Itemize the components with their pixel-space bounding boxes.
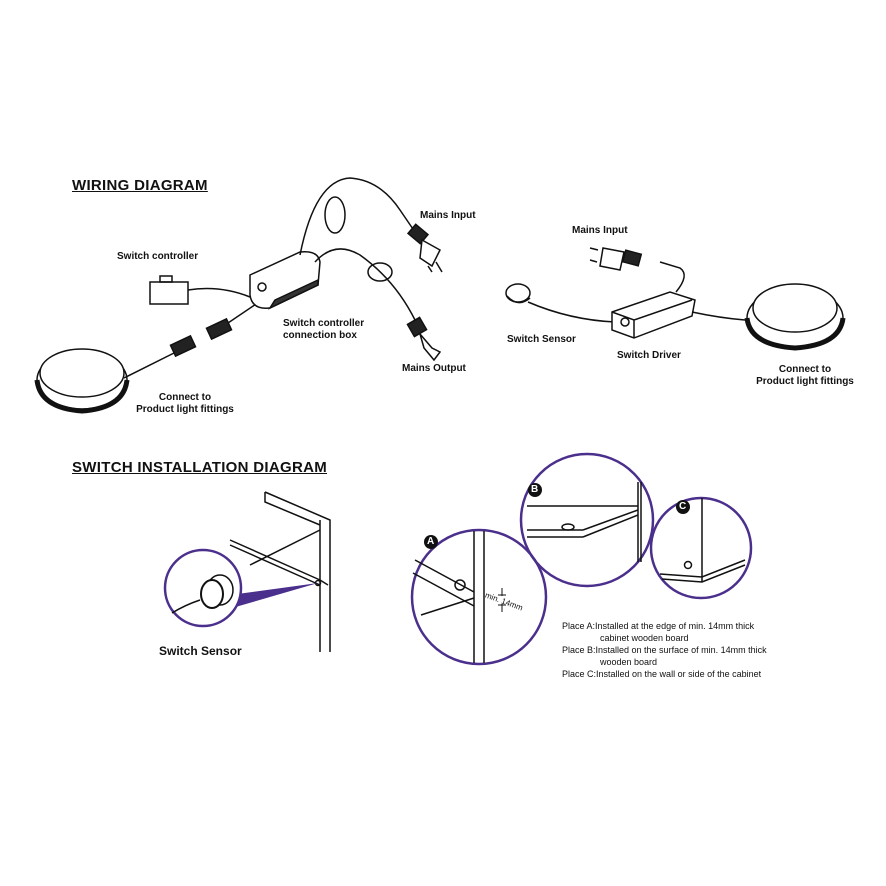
label-switch-controller: Switch controller: [117, 251, 199, 262]
note-c: Place C:Installed on the wall or side of…: [562, 669, 762, 679]
circle-a: [410, 528, 548, 666]
note-b-cont: wooden board: [600, 657, 658, 667]
marker-circles: [424, 483, 690, 549]
label-mains-input-left: Mains Input: [420, 210, 476, 221]
circle-b: [519, 452, 655, 588]
label-switch-sensor-install: Switch Sensor: [159, 644, 242, 658]
marker-a: A: [427, 536, 435, 547]
cabinet-drawing: [229, 491, 331, 652]
sensor-cable: [527, 301, 616, 323]
wiring-title: WIRING DIAGRAM: [72, 177, 208, 194]
installation-title: SWITCH INSTALLATION DIAGRAM: [72, 459, 328, 476]
circle-c: [649, 496, 753, 600]
marker-b: B: [531, 484, 539, 495]
mains-input-cable: [299, 177, 416, 256]
label-connect-right-1: Connect to: [778, 364, 832, 375]
sensor-zoom-circle: [163, 548, 243, 628]
driver-output-cable: [691, 311, 746, 321]
note-a: Place A:Installed at the edge of min. 14…: [562, 621, 755, 631]
note-a-cont: cabinet wooden board: [600, 633, 689, 643]
label-switch-sensor-right: Switch Sensor: [507, 334, 576, 345]
label-mains-input-right: Mains Input: [572, 225, 628, 236]
connection-box: [249, 250, 321, 310]
label-connect-left-1: Connect to: [158, 392, 212, 403]
label-connect-right-2: Product light fittings: [756, 376, 854, 387]
right-mains-plug: [589, 247, 643, 271]
label-switch-driver: Switch Driver: [617, 350, 681, 361]
note-b: Place B:Installed on the surface of min.…: [562, 645, 767, 655]
switch-driver: [611, 291, 696, 339]
connector-pair: [169, 317, 233, 358]
driver-input-cable: [659, 261, 685, 293]
label-connect-left-2: Product light fittings: [136, 404, 234, 415]
mains-output-cable: [314, 248, 416, 321]
mains-output-plug: [406, 316, 442, 362]
right-light-fitting: [744, 283, 846, 351]
cable-to-fitting: [123, 349, 181, 379]
mains-input-plug: [406, 223, 443, 273]
label-box-2: connection box: [283, 330, 357, 341]
switch-controller: [149, 275, 251, 305]
left-light-fitting: [34, 348, 130, 414]
marker-c: C: [679, 501, 687, 512]
installation-notes: Place A:Installed at the edge of min. 14…: [562, 620, 767, 680]
right-switch-sensor: [505, 283, 531, 304]
label-box-1: Switch controller: [283, 318, 365, 329]
label-mains-output: Mains Output: [402, 363, 466, 374]
zoom-beam: [230, 583, 318, 608]
